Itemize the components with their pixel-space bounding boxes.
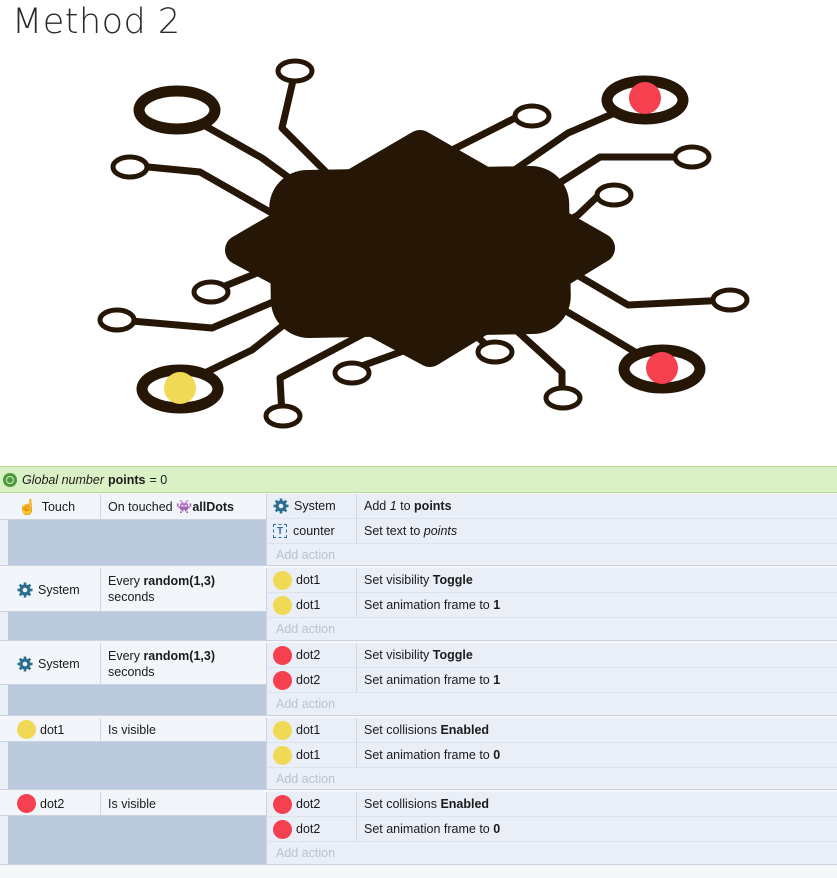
condition-row[interactable]: System Every random(1,3)seconds (0, 643, 266, 685)
action-text: Set collisions Enabled (364, 797, 490, 811)
dot1-icon (273, 595, 292, 615)
global-var-prefix: Global number (22, 472, 104, 487)
condition-object: dot1 (0, 718, 101, 741)
red-dot-top (629, 82, 661, 114)
add-action-link[interactable]: Add action (276, 622, 336, 636)
action-text: Set text to points (364, 524, 458, 538)
event-block[interactable]: System Every random(1,3)seconds dot2 Set… (0, 643, 837, 716)
actions-area: dot2 Set visibility Toggle dot2 Set anim… (266, 643, 837, 715)
event-sheet: Global number points = 0 ➜ ☝ Touch On to… (0, 466, 837, 878)
add-action-link[interactable]: Add action (276, 548, 336, 562)
action-text: Set animation frame to 0 (364, 822, 501, 836)
page-title: Method 2 (12, 2, 181, 42)
action-row[interactable]: dot2 Set animation frame to 1 (267, 668, 837, 693)
action-row[interactable]: System Add 1 to points (267, 494, 837, 519)
dot1-icon (273, 745, 292, 765)
dot1-icon (273, 570, 292, 590)
dot2-icon (273, 794, 292, 814)
condition-object: System (0, 643, 101, 684)
condition-text: Every random(1,3)seconds (108, 574, 215, 604)
condition-row[interactable]: dot1 Is visible (0, 718, 266, 742)
condition-object: dot2 (0, 792, 101, 815)
global-var-name: points (108, 472, 146, 487)
gear-icon (17, 656, 33, 671)
red-dot-bottom (646, 352, 678, 384)
action-row[interactable]: dot1 Set animation frame to 1 (267, 593, 837, 618)
condition-text: Is visible (108, 723, 156, 737)
action-text: Set animation frame to 0 (364, 748, 501, 762)
dot2-icon (17, 794, 36, 813)
event-block[interactable]: dot1 Is visible dot1 Set collisions Enab… (0, 718, 837, 790)
yellow-dot (164, 372, 196, 404)
sprite-family-icon: 👾 (176, 499, 193, 514)
action-text: Set animation frame to 1 (364, 673, 501, 687)
actions-area: dot1 Set collisions Enabled dot1 Set ani… (266, 718, 837, 789)
gear-icon (17, 582, 33, 597)
action-text: Add 1 to points (364, 499, 452, 513)
actions-area: dot1 Set visibility Toggle dot1 Set anim… (266, 568, 837, 640)
global-var-value: = 0 (149, 472, 168, 487)
action-row[interactable]: dot1 Set collisions Enabled (267, 718, 837, 743)
gear-icon (273, 498, 289, 514)
action-text: Set visibility Toggle (364, 648, 473, 662)
event-block[interactable]: dot2 Is visible dot2 Set collisions Enab… (0, 792, 837, 865)
action-row[interactable]: dot1 Set visibility Toggle (267, 568, 837, 593)
action-text: Set collisions Enabled (364, 723, 490, 737)
condition-row[interactable]: ☝ Touch On touched 👾allDots (0, 494, 266, 520)
condition-row[interactable]: System Every random(1,3)seconds (0, 568, 266, 612)
condition-text: On touched 👾allDots (108, 499, 234, 514)
condition-row[interactable]: dot2 Is visible (0, 792, 266, 816)
dot2-icon (273, 645, 292, 665)
event-block[interactable]: ➜ ☝ Touch On touched 👾allDots System Add… (0, 494, 837, 566)
touch-icon: ☝ (18, 498, 37, 516)
condition-object: System (0, 568, 101, 611)
dot1-icon (17, 720, 36, 739)
globe-icon (3, 472, 17, 487)
action-row[interactable]: dot2 Set animation frame to 0 (267, 817, 837, 842)
dot1-icon (273, 720, 292, 740)
condition-object: ☝ Touch (0, 494, 101, 519)
global-variable-row[interactable]: Global number points = 0 (0, 466, 837, 493)
action-text: Set visibility Toggle (364, 573, 473, 587)
condition-text: Every random(1,3)seconds (108, 649, 215, 679)
add-action-link[interactable]: Add action (276, 697, 336, 711)
dot2-icon (273, 819, 292, 839)
dot2-icon (273, 670, 292, 690)
action-row[interactable]: dot1 Set animation frame to 0 (267, 743, 837, 768)
action-row[interactable]: dot2 Set visibility Toggle (267, 643, 837, 668)
circuit-chip-illustration (97, 58, 750, 429)
action-text: Set animation frame to 1 (364, 598, 501, 612)
action-row[interactable]: dot2 Set collisions Enabled (267, 792, 837, 817)
condition-text: Is visible (108, 797, 156, 811)
text-icon: T (273, 524, 287, 538)
actions-area: dot2 Set collisions Enabled dot2 Set ani… (266, 792, 837, 864)
chip-body-diamond (225, 130, 615, 367)
add-action-link[interactable]: Add action (276, 772, 336, 786)
event-block[interactable]: System Every random(1,3)seconds dot1 Set… (0, 568, 837, 641)
add-action-link[interactable]: Add action (276, 846, 336, 860)
